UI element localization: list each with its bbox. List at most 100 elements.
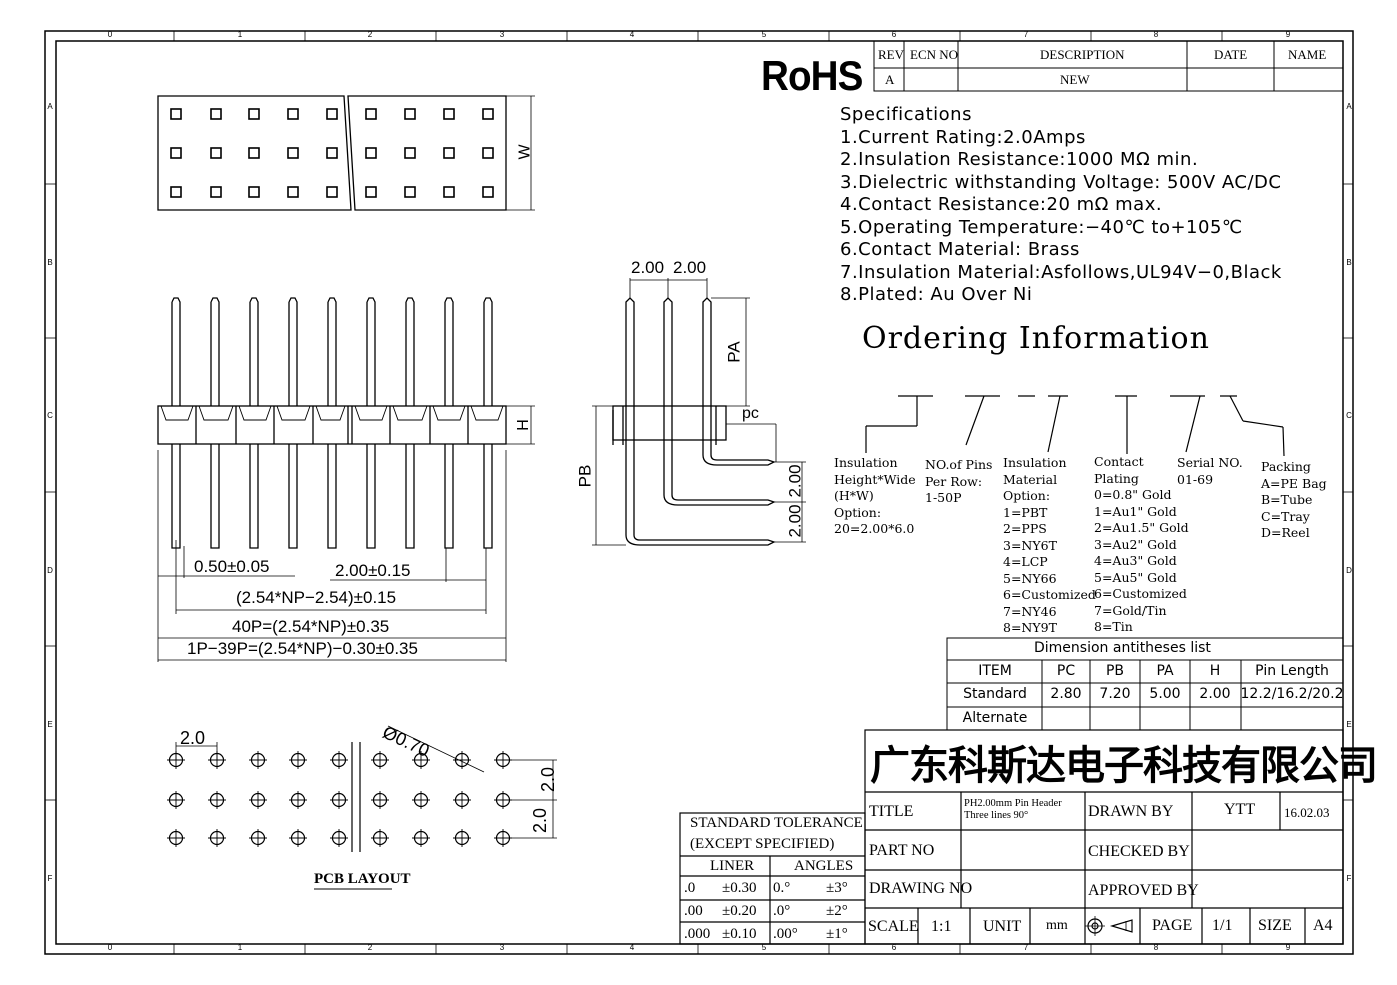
dim-pb: PB — [575, 464, 595, 488]
rev-header-description: DESCRIPTION — [1040, 47, 1125, 62]
dim-pin-pitch: 2.00±0.15 — [335, 561, 411, 580]
pin-pad — [404, 147, 416, 159]
dimension-table-cell: Alternate — [962, 710, 1028, 726]
ordering-field-line: D=Reel — [1261, 525, 1310, 540]
pin-lower — [171, 444, 181, 549]
ordering-field-line: 4=LCP — [1003, 554, 1048, 569]
ordering-field-line: 4=Au3" Gold — [1094, 553, 1177, 568]
dim-w: W — [516, 144, 534, 160]
pin-upper — [210, 297, 220, 406]
page-label: PAGE — [1152, 917, 1193, 934]
rohs-logo: RoHS — [761, 52, 863, 99]
ordering-field-line: 1=PBT — [1003, 504, 1048, 520]
ordering-field-line: 20=2.00*6.0 — [834, 521, 915, 536]
dim-h: H — [514, 419, 532, 431]
dimension-table-title: Dimension antitheses list — [1034, 640, 1211, 656]
dimension-table-header: ITEM — [978, 663, 1012, 679]
ordering-field-line: Insulation — [834, 455, 898, 470]
pin-pad — [248, 108, 260, 120]
pin-pad — [443, 108, 455, 120]
pin-pad — [210, 186, 222, 198]
col-mark-6: 6 — [892, 943, 897, 952]
row-mark-A: A — [47, 102, 53, 111]
spec-item: 3.Dielectric withstanding Voltage: 500V … — [840, 171, 1282, 193]
outer-frame — [44, 30, 1354, 955]
col-mark-0: 0 — [108, 30, 113, 39]
ordering-field-line: Per Row: — [925, 473, 983, 489]
pin-pad — [482, 108, 494, 120]
pin-pad — [365, 186, 377, 198]
ordering-field-line: 0=0.8" Gold — [1094, 487, 1172, 502]
side-view — [592, 278, 806, 546]
checked-by-label: CHECKED BY — [1088, 843, 1190, 860]
col-mark-2: 2 — [368, 30, 373, 39]
row-mark-C: C — [1346, 411, 1352, 420]
dim-pcb-v2: 2.0 — [530, 807, 551, 834]
ordering-field-line: Contact — [1094, 454, 1144, 469]
pin-pad — [365, 147, 377, 159]
col-mark-7: 7 — [1024, 943, 1029, 952]
pin-pad — [404, 108, 416, 120]
tolerance-cell: .00° — [773, 926, 798, 942]
row-mark-E: E — [1346, 720, 1351, 729]
pin-upper — [327, 297, 337, 406]
ordering-field-line: 2=Au1.5" Gold — [1094, 520, 1189, 535]
scale-value: 1:1 — [931, 918, 952, 935]
ordering-field-line: Insulation — [1003, 455, 1067, 470]
pin-upper — [366, 297, 376, 406]
pin-upper — [483, 297, 493, 406]
ordering-field-line: 5=Au5" Gold — [1094, 569, 1177, 585]
ordering-field-line: B=Tube — [1261, 492, 1313, 507]
size-label: SIZE — [1258, 917, 1292, 934]
col-mark-5: 5 — [762, 943, 767, 952]
pin-pad — [443, 147, 455, 159]
pcb-layout-label: PCB LAYOUT — [314, 871, 411, 887]
dimension-table-header: PA — [1156, 663, 1174, 679]
dimension-table-cell: 7.20 — [1099, 686, 1131, 702]
row-mark-D: D — [1346, 566, 1352, 575]
ordering-field-line: 1=Au1" Gold — [1094, 503, 1177, 519]
company-name: 广东科斯达电子科技有限公司 — [870, 743, 1378, 789]
col-mark-2: 2 — [368, 943, 373, 952]
scale-label: SCALE — [868, 918, 919, 935]
pin-lower — [249, 444, 259, 549]
ordering-field-line: 01-69 — [1177, 471, 1214, 487]
ordering-field-line: 3=NY6T — [1003, 537, 1057, 553]
ordering-field-line: 6=Customized — [1094, 586, 1187, 601]
dimension-table-cell: Standard — [963, 686, 1027, 702]
row-mark-A: A — [1346, 102, 1352, 111]
row-mark-F: F — [1347, 874, 1352, 883]
col-mark-4: 4 — [630, 30, 635, 39]
dim-len-40p: 40P=(2.54*NP)±0.35 — [232, 617, 390, 636]
row-mark-F: F — [48, 874, 53, 883]
title-value: PH2.00mm Pin Header Three lines 90° — [964, 798, 1062, 822]
tolerance-cell: .00 — [684, 903, 703, 919]
pin-pad — [326, 108, 338, 120]
dimension-table-header: H — [1209, 663, 1221, 679]
size-value: A4 — [1313, 917, 1333, 934]
ordering-field-line: 1-50P — [925, 490, 962, 505]
row-mark-B: B — [47, 258, 52, 267]
dimension-table-header: Pin Length — [1255, 663, 1329, 679]
row-mark-D: D — [47, 566, 53, 575]
pin-pad — [326, 147, 338, 159]
drawn-by-value: YTT — [1224, 801, 1256, 818]
pin-pad — [210, 108, 222, 120]
drawn-date-value: 16.02.03 — [1284, 805, 1330, 820]
dim-pcb-v1: 2.0 — [538, 766, 559, 793]
pin-pad — [287, 147, 299, 159]
col-mark-9: 9 — [1286, 30, 1291, 39]
ordering-field-line: 2=PPS — [1003, 521, 1047, 536]
tolerance-cell: .0° — [773, 903, 791, 919]
spec-item: 4.Contact Resistance:20 mΩ max. — [840, 194, 1163, 215]
ordering-field-line: 5=NY66 — [1003, 570, 1057, 586]
pin-pad — [482, 147, 494, 159]
dim-pitch-top-2: 2.00 — [673, 258, 707, 277]
rev-header-ecn: ECN NO — [910, 47, 959, 62]
pin-pad — [482, 186, 494, 198]
rev-header-rev: REV — [878, 47, 904, 62]
